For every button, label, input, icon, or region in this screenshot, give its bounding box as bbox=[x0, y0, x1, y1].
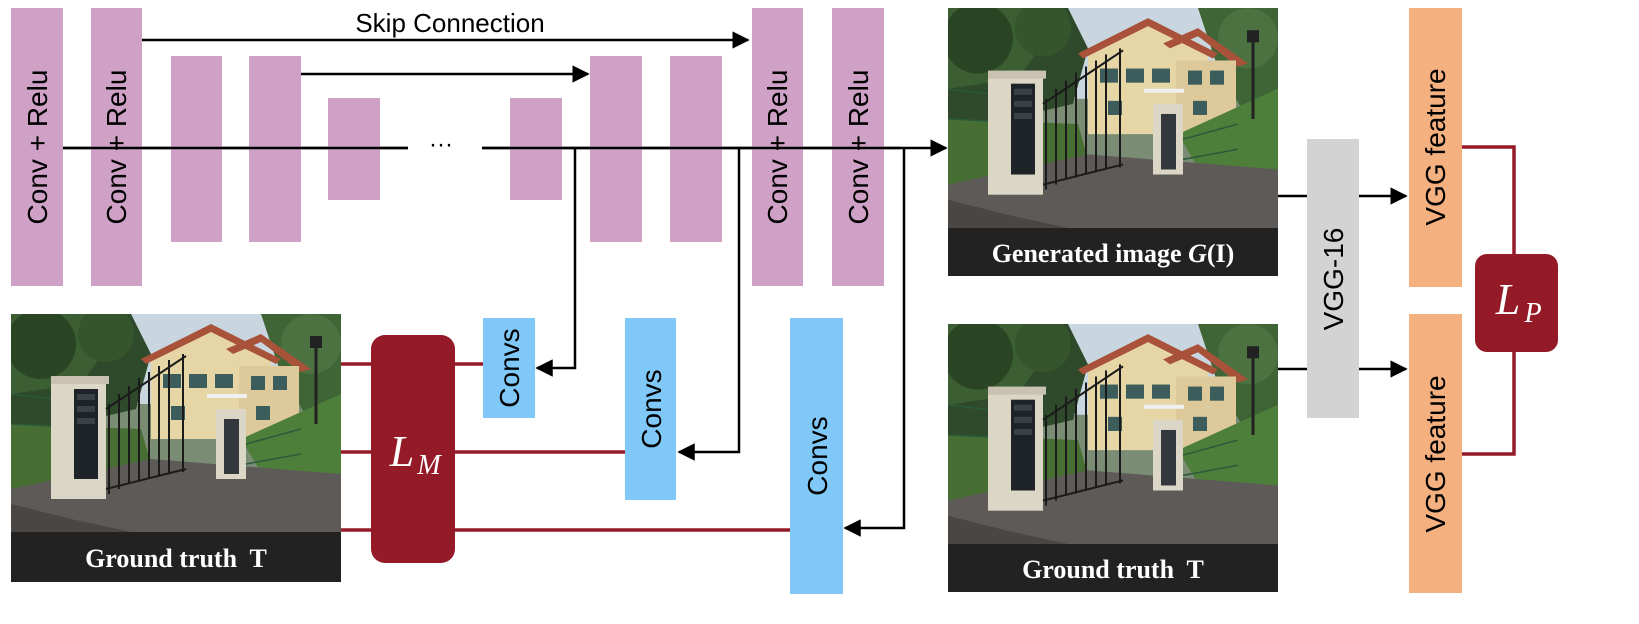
ground-truth-right-caption: Ground truth T bbox=[1022, 555, 1204, 584]
vgg-feature-block-2 bbox=[1409, 314, 1462, 593]
ground-truth-right-photo bbox=[948, 324, 1278, 544]
ground-truth-left-photo bbox=[11, 314, 341, 532]
convs-block-3 bbox=[790, 318, 843, 594]
conv-relu-block-1 bbox=[11, 8, 63, 286]
loss-m-label: L bbox=[389, 427, 414, 476]
convs-label-3: Convs bbox=[802, 416, 833, 495]
branch-arrow-1 bbox=[535, 148, 577, 377]
loss-m-subscript: M bbox=[416, 450, 442, 481]
loss-p-label: L bbox=[1495, 275, 1520, 324]
generated-image-photo bbox=[948, 8, 1278, 228]
ground-truth-right-caption-bg bbox=[948, 544, 1278, 592]
branch-arrow-2 bbox=[677, 148, 741, 461]
generated-image-caption: Generated image G(I) bbox=[992, 239, 1235, 268]
convs-block-2 bbox=[625, 318, 676, 500]
vgg-feature-block-1 bbox=[1409, 8, 1462, 287]
convs-label-2: Convs bbox=[636, 369, 667, 448]
conv-relu-label-1: Conv + Relu bbox=[22, 70, 53, 225]
conv-relu-label-2: Conv + Relu bbox=[101, 70, 132, 225]
vgg16-block bbox=[1307, 139, 1359, 418]
ellipsis-label: ··· bbox=[429, 131, 453, 158]
generated-image-caption-bg bbox=[948, 228, 1278, 276]
ground-truth-left-caption-bg bbox=[11, 532, 341, 582]
skip-connection-label: Skip Connection bbox=[355, 8, 544, 38]
vgg-feature-label-1: VGG feature bbox=[1420, 68, 1451, 225]
vgg-feature-label-2: VGG feature bbox=[1420, 375, 1451, 532]
loss-p-subscript: P bbox=[1523, 298, 1541, 329]
loss-p-box bbox=[1475, 254, 1558, 352]
branch-arrow-3 bbox=[843, 148, 906, 537]
conv-relu-label-3: Conv + Relu bbox=[762, 70, 793, 225]
loss-p-line-bottom bbox=[1462, 352, 1516, 456]
loss-p-line-top bbox=[1462, 145, 1516, 254]
ground-truth-left-caption: Ground truth T bbox=[85, 544, 267, 573]
conv-relu-label-4: Conv + Relu bbox=[843, 70, 874, 225]
convs-label-1: Convs bbox=[494, 328, 525, 407]
vgg16-label: VGG-16 bbox=[1318, 228, 1349, 331]
loss-m-box bbox=[371, 335, 455, 563]
convs-block-1 bbox=[483, 318, 535, 418]
